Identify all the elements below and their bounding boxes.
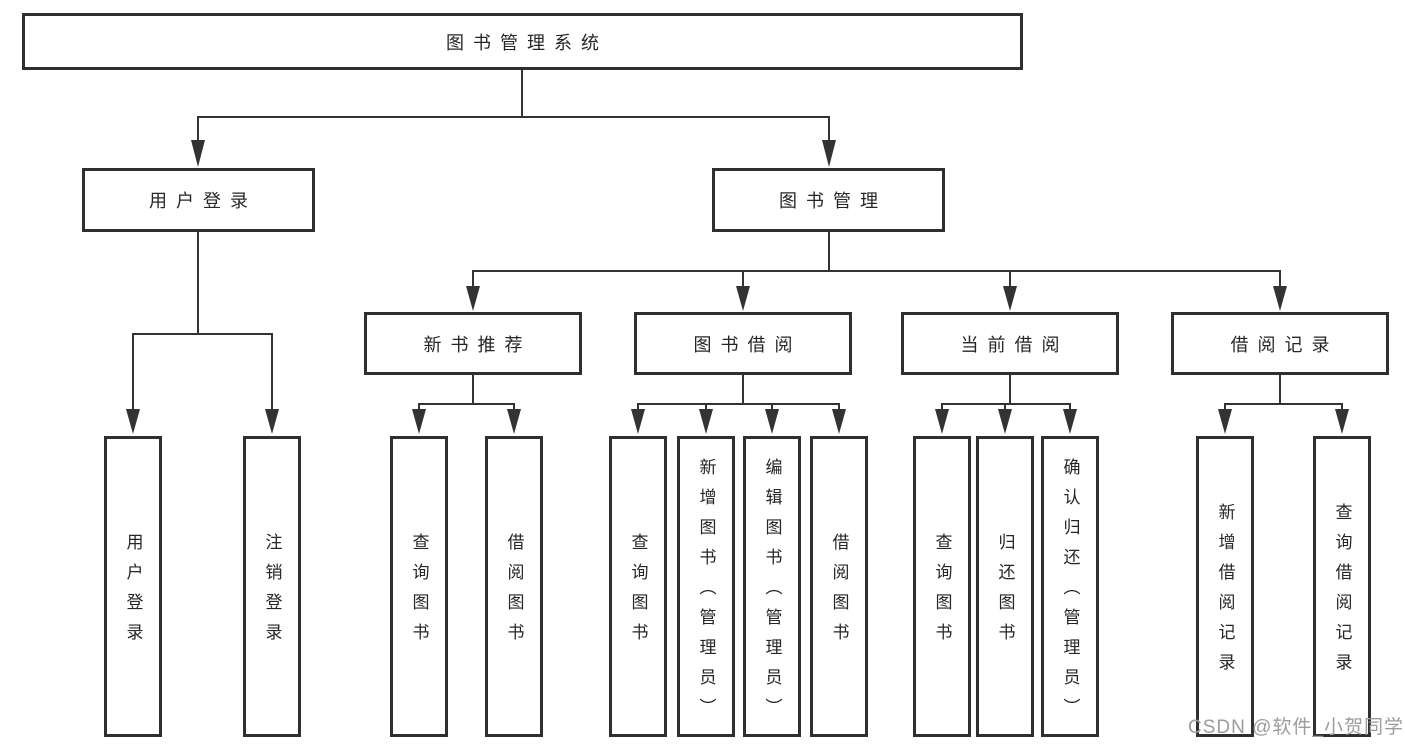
arrow-down-icon (1335, 409, 1349, 434)
node-user-login: 用户登录 (82, 168, 315, 232)
leaf-label: 归还图书 (995, 533, 1015, 653)
node-library-system: 图书管理系统 (22, 13, 1023, 70)
arrow-down-icon (1218, 409, 1232, 434)
connector-current-to-leaves (941, 375, 1071, 411)
leaf-label: 借阅图书 (504, 533, 524, 653)
leaf-label: 注销登录 (262, 533, 282, 653)
connector-borrow-to-leaves (637, 375, 840, 411)
node-label: 借阅记录 (1230, 334, 1339, 355)
leaf-label: 确认归还（管理员） (1060, 458, 1080, 728)
leaf-label: 编辑图书（管理员） (762, 458, 782, 728)
leaf-label: 查询借阅记录 (1332, 503, 1352, 683)
node-book-management: 图书管理 (712, 168, 945, 232)
connector-root-to-level2 (197, 70, 830, 142)
leaf-borrow-books-recommend: 借阅图书 (485, 436, 543, 737)
leaf-query-books-recommend: 查询图书 (390, 436, 448, 737)
leaf-confirm-return-admin: 确认归还（管理员） (1041, 436, 1099, 737)
arrow-down-icon (1003, 286, 1017, 311)
leaf-label: 查询图书 (932, 533, 952, 653)
node-label: 用户登录 (149, 191, 257, 211)
leaf-label: 用户登录 (123, 533, 143, 653)
node-label: 新书推荐 (423, 334, 532, 355)
leaf-user-login: 用户登录 (104, 436, 162, 737)
arrow-down-icon (412, 409, 426, 434)
node-label: 图书借阅 (693, 334, 802, 355)
node-label: 图书管理系统 (446, 32, 608, 53)
arrow-down-icon (765, 409, 779, 434)
connector-lines (132, 70, 1343, 411)
leaf-label: 新增借阅记录 (1215, 503, 1235, 683)
leaf-label: 查询图书 (409, 533, 429, 653)
node-current-borrowing: 当前借阅 (901, 312, 1119, 375)
connector-mgmt-to-level3 (472, 232, 1281, 287)
node-borrowing-records: 借阅记录 (1171, 312, 1389, 375)
arrow-down-icon (998, 409, 1012, 434)
node-new-book-recommendation: 新书推荐 (364, 312, 582, 375)
node-label: 当前借阅 (960, 334, 1069, 355)
arrow-down-icon (466, 286, 480, 311)
node-book-borrowing: 图书借阅 (634, 312, 852, 375)
connector-recommend-to-leaves (418, 375, 515, 411)
connector-records-to-leaves (1224, 375, 1343, 411)
leaf-query-borrow-record: 查询借阅记录 (1313, 436, 1371, 737)
arrow-down-icon (265, 409, 279, 434)
arrow-down-icon (822, 140, 836, 167)
leaf-query-books-borrow: 查询图书 (609, 436, 667, 737)
leaf-label: 查询图书 (628, 533, 648, 653)
arrow-down-icon (699, 409, 713, 434)
leaf-logout: 注销登录 (243, 436, 301, 737)
leaf-edit-book-admin: 编辑图书（管理员） (743, 436, 801, 737)
connector-login-to-leaves (132, 232, 273, 410)
node-label: 图书管理 (779, 191, 887, 211)
arrow-down-icon (1063, 409, 1077, 434)
arrow-down-icon (1273, 286, 1287, 311)
leaf-add-book-admin: 新增图书（管理员） (677, 436, 735, 737)
leaf-label: 新增图书（管理员） (696, 458, 716, 728)
leaf-add-borrow-record: 新增借阅记录 (1196, 436, 1254, 737)
arrow-down-icon (832, 409, 846, 434)
arrow-down-icon (736, 286, 750, 311)
arrow-down-icon (935, 409, 949, 434)
connector-arrows (126, 140, 1349, 434)
leaf-borrow-books-borrow: 借阅图书 (810, 436, 868, 737)
watermark: CSDN @软件_小贺同学 (1188, 717, 1404, 738)
leaf-return-books: 归还图书 (976, 436, 1034, 737)
arrow-down-icon (631, 409, 645, 434)
leaf-query-books-current: 查询图书 (913, 436, 971, 737)
arrow-down-icon (191, 140, 205, 167)
arrow-down-icon (126, 409, 140, 434)
arrow-down-icon (507, 409, 521, 434)
leaf-label: 借阅图书 (829, 533, 849, 653)
